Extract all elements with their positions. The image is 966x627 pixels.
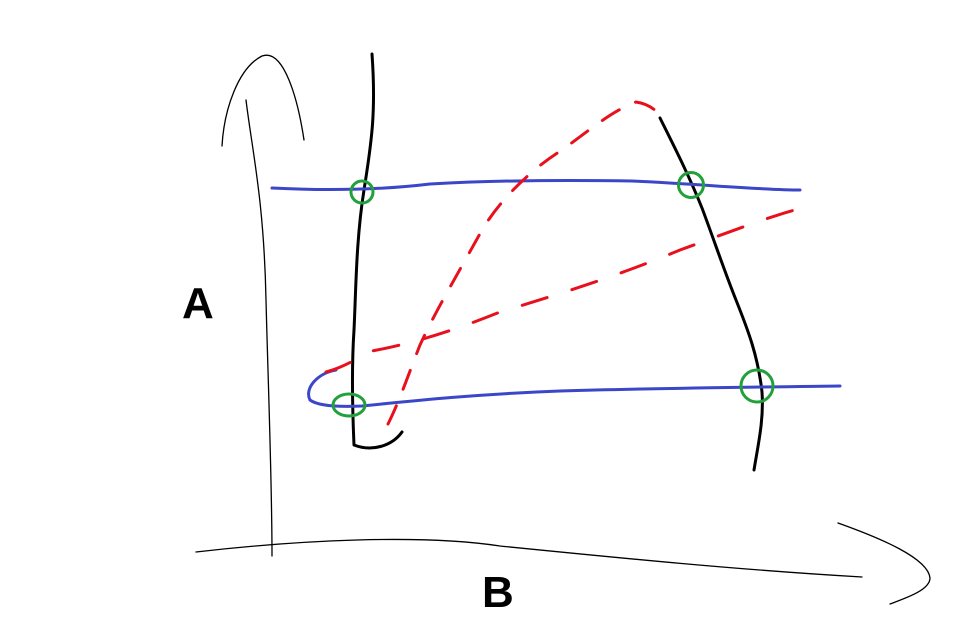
intersection-marker-top-left — [349, 179, 375, 205]
red-dashed-curve-shallow — [324, 203, 817, 374]
red-dashed-curve-steep — [386, 100, 664, 426]
x-axis-label: B — [482, 568, 514, 617]
x-axis-arrowhead — [837, 522, 931, 605]
blue-curve-upper — [270, 178, 802, 192]
black-curve-left — [351, 52, 404, 450]
blue-curve-lower — [307, 368, 842, 408]
y-axis-label: A — [182, 279, 214, 328]
y-axis-line — [245, 99, 273, 557]
black-curve-right — [658, 116, 764, 472]
intersection-marker-bottom-right — [739, 368, 775, 404]
x-axis-line — [195, 538, 863, 578]
y-axis-arrowhead — [221, 54, 305, 147]
intersection-marker-bottom-left — [331, 392, 367, 418]
intersection-marker-top-right — [677, 171, 705, 199]
